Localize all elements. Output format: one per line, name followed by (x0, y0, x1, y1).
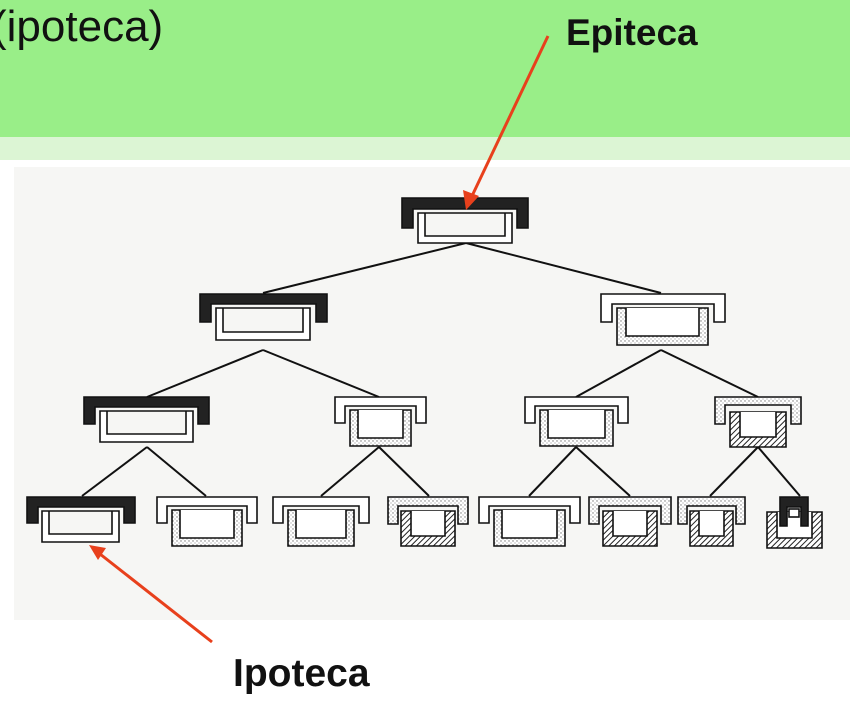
frustule-l3-2 (156, 496, 258, 547)
frustule-l1-left (199, 293, 328, 341)
tree-line (575, 446, 631, 497)
tree-line (757, 446, 801, 497)
frustule-l3-1 (26, 496, 136, 543)
tree-line (575, 349, 662, 398)
epiteca-arrow (463, 35, 550, 210)
frustule-l3-7 (677, 496, 746, 547)
frustule-l3-6 (588, 496, 672, 547)
frustule-l2-d (714, 396, 802, 448)
ipoteca-arrow (89, 545, 213, 644)
frustule-l3-5 (478, 496, 581, 547)
banner-strip (0, 137, 850, 160)
tree-lines (81, 242, 801, 497)
ipoteca-label: Ipoteca (233, 652, 370, 695)
frustule-l1-right (600, 293, 726, 346)
frustule-l3-4 (387, 496, 469, 547)
frustule-l3-3 (272, 496, 370, 547)
tree-line (320, 446, 380, 497)
frustule-l2-b (334, 396, 427, 447)
tree-line (262, 349, 380, 398)
frustule-l3-8 (766, 496, 823, 549)
frustule-l2-a (83, 396, 210, 443)
tree-line (465, 242, 662, 294)
frustule-root (401, 197, 529, 244)
epiteca-label: Epiteca (566, 12, 698, 53)
tree-line (660, 349, 759, 398)
tree-line (262, 242, 467, 294)
tree-line (146, 446, 207, 497)
title-banner: (ipoteca) Epiteca (0, 0, 850, 137)
title-text: (ipoteca) (0, 2, 164, 51)
tree-line (146, 349, 264, 398)
frustule-l2-c (524, 396, 629, 447)
tree-line (81, 446, 148, 497)
tree-line (709, 446, 759, 497)
tree-line (528, 446, 577, 497)
tree-line (378, 446, 430, 497)
